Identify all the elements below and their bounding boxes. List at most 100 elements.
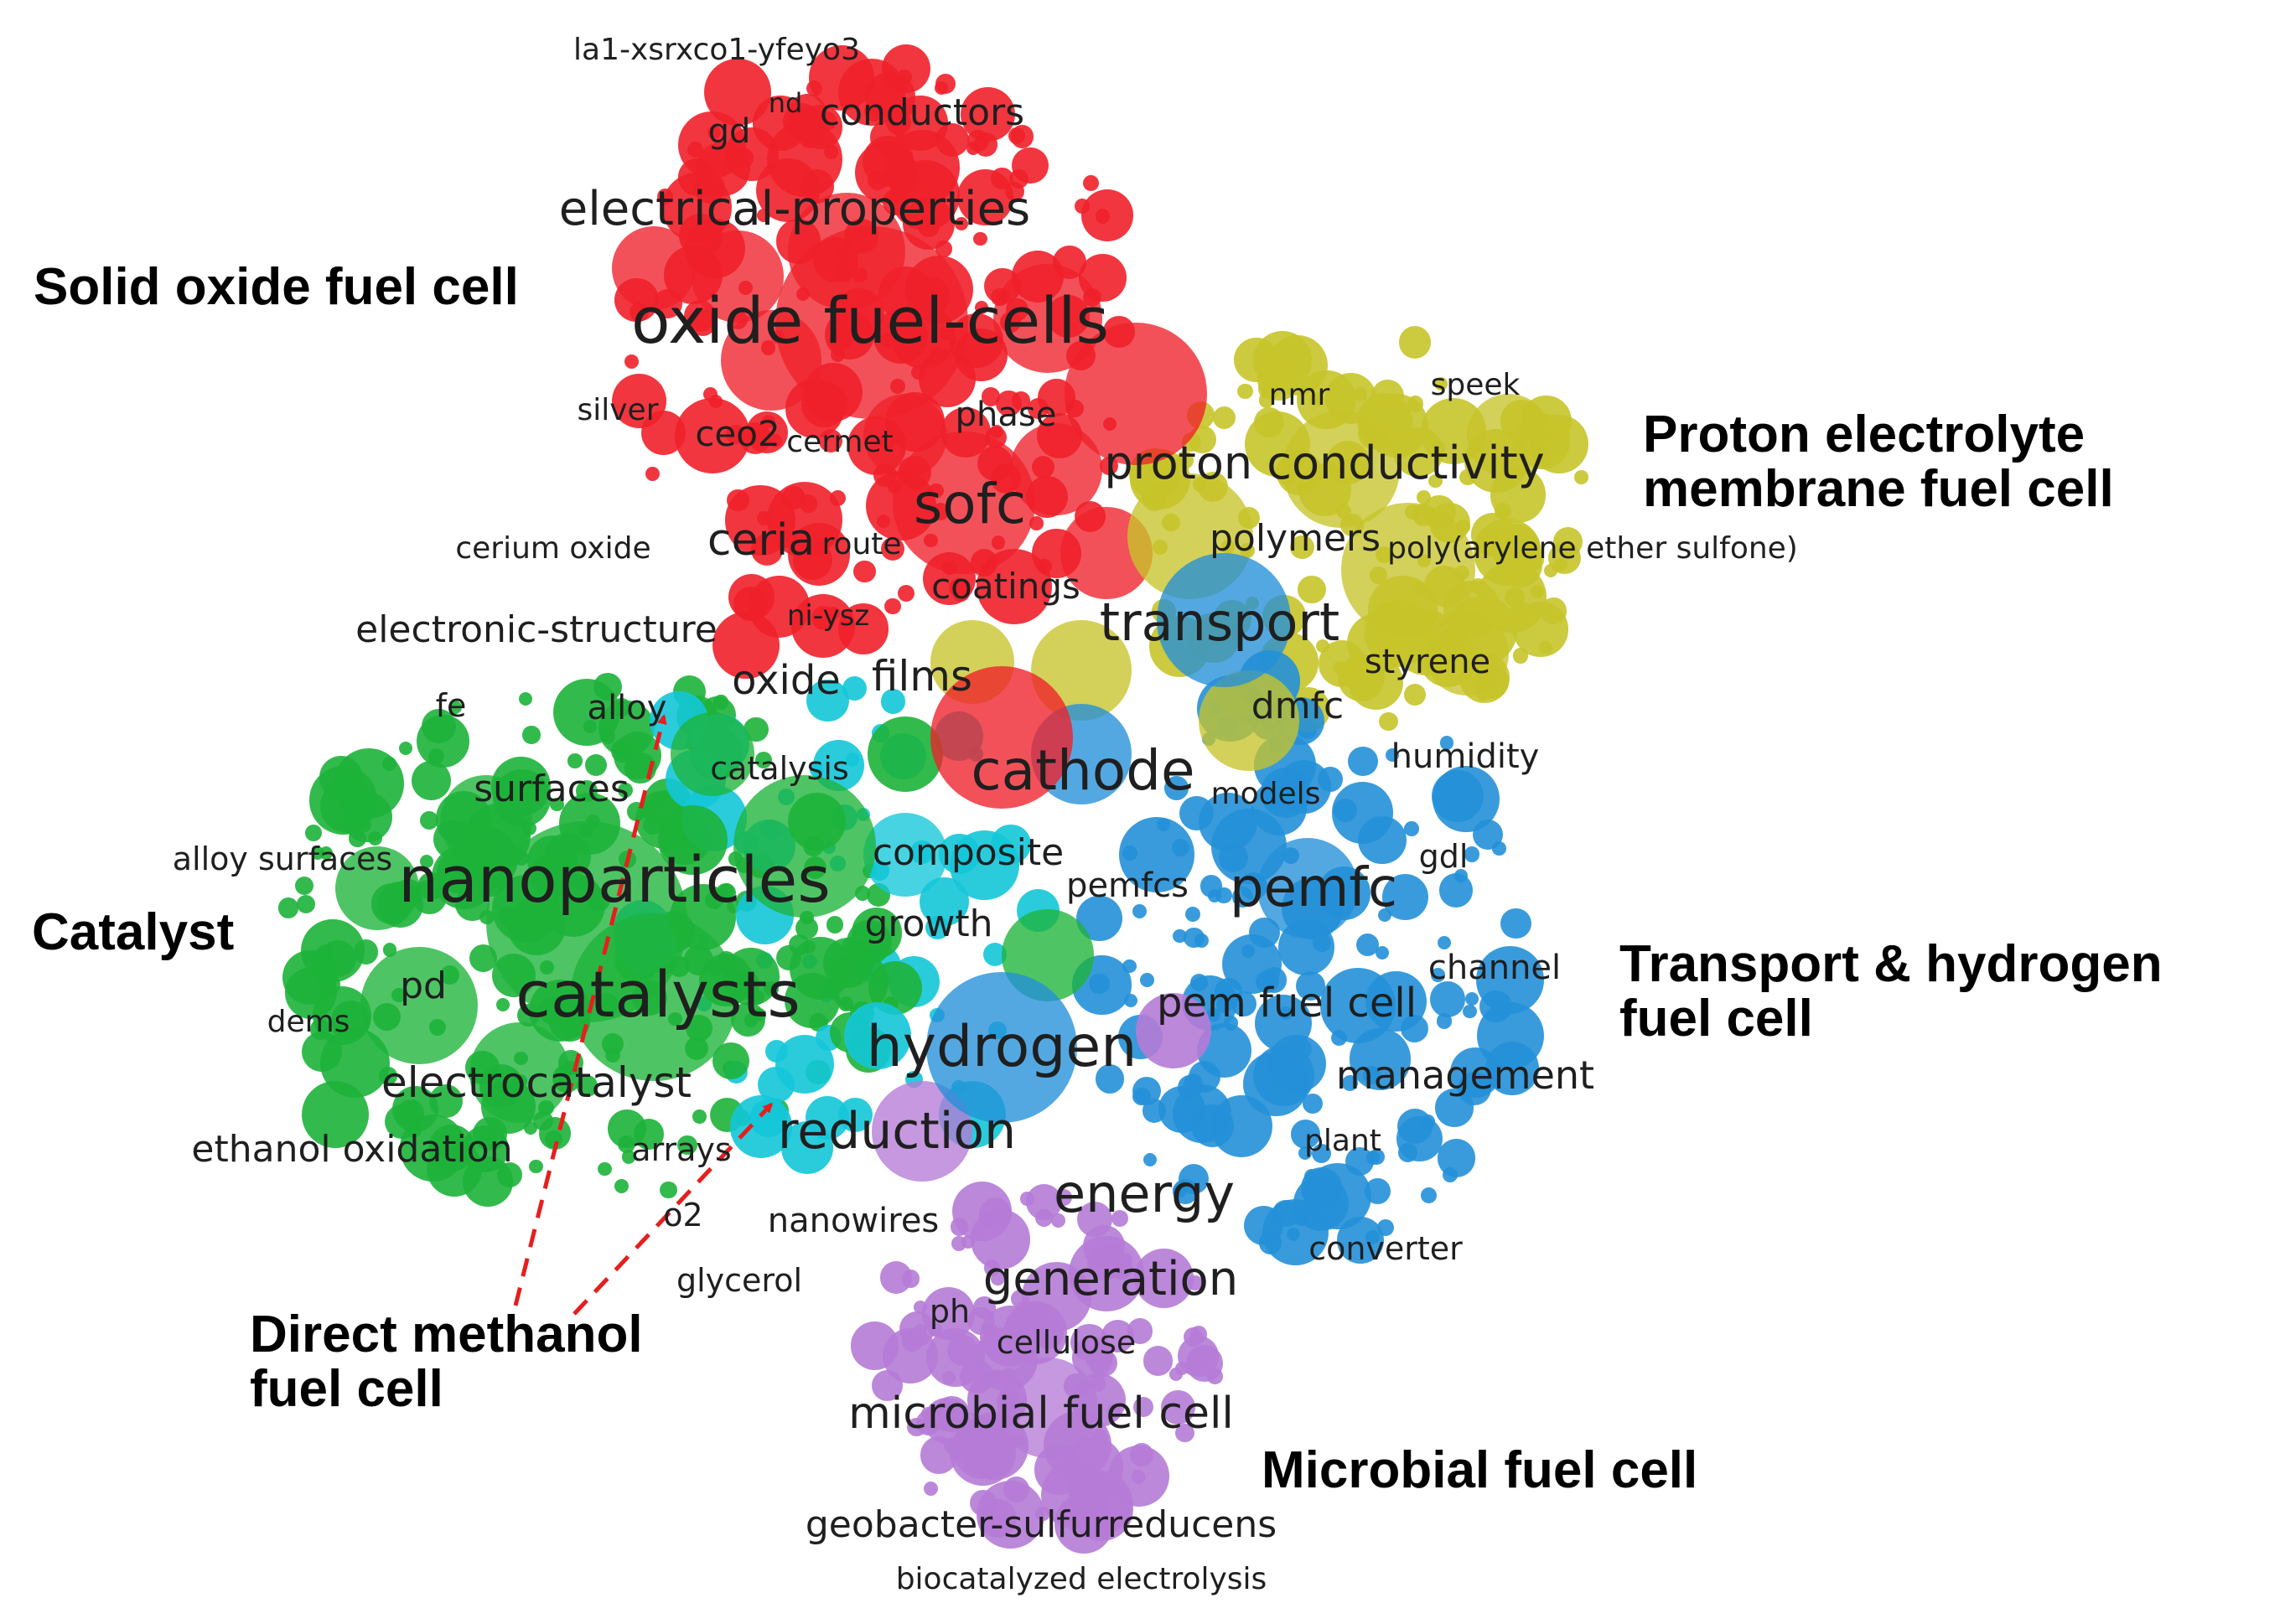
keyword-nanowires: nanowires <box>767 1202 940 1240</box>
keyword-sofc: sofc <box>913 472 1027 536</box>
keyword-alloy: alloy <box>587 689 667 727</box>
cluster-label-line: Transport & hydrogen <box>1619 935 2163 993</box>
keyword-bubble-pemfc <box>1548 542 1581 575</box>
cluster-label-microbial: Microbial fuel cell <box>1262 1441 1698 1499</box>
keyword-bubble-catalyst <box>419 811 438 830</box>
keyword-bubble-transport <box>1331 782 1394 844</box>
keyword-bubble-transport <box>1375 945 1390 960</box>
keyword-bubble-sofc <box>612 373 667 428</box>
keyword-bubble-catalyst <box>411 760 452 801</box>
keyword-bubble-catalyst <box>618 783 634 799</box>
keyword-bubble-pemfc <box>1290 535 1314 560</box>
cluster-label-line: membrane fuel cell <box>1643 460 2114 519</box>
keyword-cellulose: cellulose <box>996 1324 1137 1361</box>
keyword-microbial-fuel-cell: microbial fuel cell <box>848 1389 1234 1439</box>
keyword-bubble-dmfc <box>806 679 849 722</box>
keyword-bubble-catalyst <box>550 797 564 812</box>
keyword-bubble-catalyst <box>294 876 314 895</box>
keyword-bubble-transport <box>1173 928 1187 944</box>
keyword-bubble-transport <box>1199 875 1223 897</box>
keyword-electrocatalyst: electrocatalyst <box>381 1058 692 1107</box>
keyword-bubble-sofc <box>853 560 876 583</box>
keyword-bubble-catalyst <box>518 691 532 706</box>
keyword-dmfc: dmfc <box>1251 685 1345 727</box>
keyword-reduction: reduction <box>777 1102 1017 1161</box>
keyword-ceo2: ceo2 <box>695 413 780 454</box>
keyword-hydrogen: hydrogen <box>866 1014 1137 1080</box>
keyword-gd: gd <box>707 112 751 151</box>
keyword-la1-xsrxco1-yfeyo3: la1-xsrxco1-yfeyo3 <box>573 33 860 67</box>
keyword-catalysis: catalysis <box>710 750 849 787</box>
cluster-label-line: Direct methanol <box>250 1306 643 1363</box>
cluster-label-solid-oxide: Solid oxide fuel cell <box>34 258 519 316</box>
keyword-bubble-transport <box>1436 1013 1453 1029</box>
keyword-bubble-pemfc <box>1267 335 1328 396</box>
keyword-nmr: nmr <box>1268 378 1330 412</box>
keyword-bubble-sofc <box>935 73 956 95</box>
keyword-bubble-catalyst <box>598 1161 613 1177</box>
keyword-alloy-surfaces: alloy surfaces <box>172 840 393 877</box>
keyword-bubble-sofc <box>1083 175 1100 192</box>
keyword-bubble-transport <box>1132 1076 1162 1106</box>
keyword-bubble-transport <box>1421 1187 1438 1203</box>
keyword-bubble-microbial <box>1168 1368 1183 1382</box>
keyword-bubble-pemfc <box>1379 711 1398 731</box>
keyword-composite: composite <box>872 831 1065 874</box>
keyword-bubble-sofc <box>897 585 915 603</box>
keyword-bubble-catalyst <box>795 916 819 939</box>
keyword-bubble-pemfc <box>1428 473 1443 489</box>
keyword-nd: nd <box>768 87 803 119</box>
keyword-cermet: cermet <box>786 425 894 459</box>
keyword-bubble-transport <box>1465 991 1479 1006</box>
cluster-label-direct-methanol: Direct methanol fuel cell <box>250 1307 643 1416</box>
cluster-label-line: Proton electrolyte <box>1643 406 2086 463</box>
keyword-energy: energy <box>1053 1163 1236 1224</box>
keyword-bubble-transport <box>1132 904 1147 919</box>
keyword-films: films <box>871 652 973 701</box>
keyword-oxide: oxide <box>732 657 841 704</box>
keyword-growth: growth <box>864 903 993 945</box>
keyword-bubble-catalyst <box>567 753 583 768</box>
keyword-bubble-sofc <box>746 411 789 453</box>
keyword-bubble-catalyst <box>305 825 323 842</box>
keyword-bubble-transport <box>1439 736 1453 750</box>
cluster-label-transport-hydrogen: Transport & hydrogen fuel cell <box>1619 937 2163 1046</box>
keyword-bubble-sofc <box>624 354 640 369</box>
keyword-bubble-transport <box>1184 927 1205 949</box>
keyword-bubble-catalyst <box>608 1109 646 1148</box>
keyword-bubble-sofc <box>645 466 661 481</box>
keyword-bubble-dmfc <box>775 1035 834 1094</box>
keyword-pemfc: pemfc <box>1229 857 1398 919</box>
keyword-generation: generation <box>982 1252 1239 1306</box>
keyword-transport: transport <box>1099 592 1340 653</box>
keyword-bubble-microbial <box>970 1209 1031 1270</box>
keyword-bubble-microbial <box>879 1261 913 1294</box>
keyword-glycerol: glycerol <box>676 1262 803 1299</box>
keyword-bubble-microbial <box>1133 1396 1154 1417</box>
keyword-bubble-microbial <box>951 1235 967 1251</box>
keyword-surfaces: surfaces <box>474 768 630 810</box>
keyword-converter: converter <box>1308 1230 1463 1267</box>
keyword-arrays: arrays <box>631 1131 732 1168</box>
keyword-bubble-transport <box>1382 874 1429 921</box>
keyword-bubble-sofc <box>995 390 1022 417</box>
keyword-bubble-transport <box>1179 1164 1210 1194</box>
keyword-plant: plant <box>1304 1124 1381 1158</box>
keyword-bubble-sofc <box>1010 125 1034 148</box>
keyword-bubble-pemfc <box>1237 383 1254 400</box>
keyword-bubble-catalyst <box>677 1135 697 1156</box>
keyword-electrical-properties: electrical-properties <box>558 182 1031 236</box>
keyword-bubble-microbial <box>1175 1424 1194 1443</box>
keyword-bubble-catalyst <box>296 894 315 913</box>
keyword-bubble-dmfc <box>880 688 906 714</box>
keyword-bubble-sofc <box>960 86 1016 142</box>
keyword-bubble-sofc <box>954 216 968 230</box>
keyword-biocatalyzed-electrolysis: biocatalyzed electrolysis <box>895 1562 1267 1596</box>
keyword-bubble-catalyst <box>755 751 773 769</box>
keyword-bubble-transport <box>1396 1115 1443 1162</box>
keyword-pem-fuel-cell: pem fuel cell <box>1156 980 1417 1027</box>
keyword-styrene: styrene <box>1364 643 1491 681</box>
keyword-bubble-sofc <box>884 597 901 615</box>
keyword-bubble-catalyst <box>584 754 607 777</box>
